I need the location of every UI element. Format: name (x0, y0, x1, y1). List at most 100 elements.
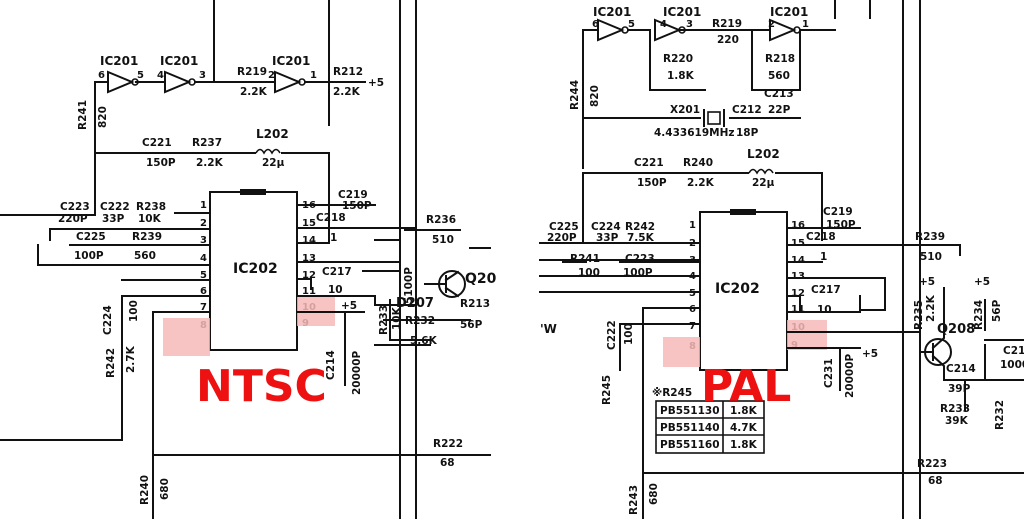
pal-pin-number: 2 (689, 238, 696, 249)
ntsc-r236-val: 510 (432, 234, 454, 246)
ntsc-pin-number: 2 (200, 218, 207, 229)
pal-pin-number: 13 (791, 271, 805, 282)
table-cell: 1.8K (730, 439, 758, 451)
pal-c213-val: 22P (768, 104, 791, 116)
ntsc-pin8-highlight (163, 318, 210, 356)
pal-r245-ref: R245 (601, 375, 613, 405)
ntsc-inverter-label: IC201 (100, 54, 138, 68)
ntsc-r240-val: 680 (159, 478, 171, 500)
ntsc-r233-val: 10K (391, 306, 403, 330)
pal-r235-ref: R235 (913, 300, 925, 330)
pal-schematic: IC201 IC201 IC201 6 5 4 3 2 1 R219 220 R… (539, 0, 1024, 519)
pal-r244-ref: R244 (569, 80, 581, 110)
pal-pin-number: 11 (791, 304, 805, 315)
ntsc-c218-ref: C218 (316, 212, 346, 224)
ntsc-r236-ref: R236 (426, 214, 456, 226)
table-cell: 1.8K (730, 405, 758, 417)
ntsc-pin-number: 7 (200, 302, 207, 313)
pal-r223-ref: R223 (917, 458, 947, 470)
ntsc-inverter-label: IC201 (160, 54, 198, 68)
ntsc-r242-ref: R242 (105, 348, 117, 378)
ntsc-c222-val: 33P (102, 213, 125, 225)
pal-c224-val: 33P (596, 232, 619, 244)
ntsc-ic202-notch (240, 189, 266, 195)
ntsc-pin-number: 15 (302, 218, 316, 229)
ntsc-l202-val: 22μ (262, 157, 285, 169)
pal-r241-val: 100 (578, 267, 600, 279)
pal-c219-val: 150P (826, 219, 856, 231)
pal-table-title: ※R245 (652, 387, 692, 399)
ntsc-r238-ref: R238 (136, 201, 166, 213)
table-cell: PB551160 (660, 439, 720, 451)
pal-r218-ref: R218 (765, 53, 795, 65)
pal-inverter-label: IC201 (663, 5, 701, 19)
pal-c231-ref: C231 (823, 358, 835, 388)
pal-pin-number: 3 (689, 255, 696, 266)
pal-crystal-x201 (703, 109, 725, 127)
pal-r220-val: 1.8K (667, 70, 695, 82)
pal-c223-ref: C223 (625, 253, 655, 265)
ntsc-pin-label: 5 (137, 70, 144, 81)
pal-c224-ref: C224 (591, 221, 621, 233)
pal-c231-val: 20000P (844, 353, 856, 398)
pal-r239-ref: R239 (915, 231, 945, 243)
ntsc-r222-val: 68 (440, 457, 455, 469)
pal-side-label: 'W (540, 322, 557, 336)
ntsc-pin-number: 13 (302, 253, 316, 264)
ntsc-c223-ref: C223 (60, 201, 90, 213)
pal-r242-ref: R242 (625, 221, 655, 233)
ntsc-pin-number: 14 (302, 235, 316, 246)
ntsc-r232-ref: R232 (405, 315, 435, 327)
pal-c218-val: 1 (820, 251, 827, 263)
pal-ic202-notch (730, 209, 756, 215)
ntsc-c214-val: 20000P (351, 350, 363, 395)
pal-pin-number: 1 (689, 220, 696, 231)
pal-c217-val: 10 (817, 304, 832, 316)
ntsc-pin-number: 12 (302, 270, 316, 281)
ntsc-r219-ref: R219 (237, 66, 267, 78)
pal-r242-val: 7.5K (627, 232, 655, 244)
pal-l202-ref: L202 (747, 147, 780, 161)
pal-pin8-highlight (663, 337, 700, 367)
pal-r220-ref: R220 (663, 53, 693, 65)
pal-c217-ref: C217 (811, 284, 841, 296)
ntsc-c214-ref: C214 (325, 350, 337, 380)
pal-transistor-q208 (919, 299, 952, 381)
table-cell: PB551130 (660, 405, 720, 417)
pal-x201-val: 4.433619MHz (654, 127, 734, 139)
ntsc-c224-val: 100 (128, 300, 140, 322)
pal-r243-ref: R243 (628, 485, 640, 515)
ntsc-r241-ref: R241 (77, 100, 89, 130)
ntsc-r237-val: 2.2K (196, 157, 224, 169)
ntsc-r222-ref: R222 (433, 438, 463, 450)
pal-pin-number: 5 (689, 288, 696, 299)
ntsc-c5100-val: 5100P (403, 267, 415, 304)
pal-pin-label: 2 (768, 19, 775, 30)
pal-pin-number: 7 (689, 321, 696, 332)
ntsc-inverter-2 (164, 70, 196, 94)
pal-r218-val: 560 (768, 70, 790, 82)
ntsc-c221-ref: C221 (142, 137, 172, 149)
ntsc-inverter-3 (274, 70, 306, 94)
pal-c214-ref: C214 (946, 363, 976, 375)
ntsc-plus5-ic: +5 (341, 300, 357, 312)
ntsc-c222-ref: C222 (100, 201, 130, 213)
pal-inductor-l202 (748, 168, 774, 175)
pal-r234-ref: R234 (973, 300, 985, 330)
pal-r223-val: 68 (928, 475, 943, 487)
pal-r219-ref: R219 (712, 18, 742, 30)
pal-c222-val: 100 (623, 323, 635, 345)
ntsc-pin-label: 4 (157, 70, 164, 81)
pal-pin-number: 16 (791, 220, 805, 231)
ntsc-pin-number: 4 (200, 253, 207, 264)
ntsc-inverter-1 (107, 70, 139, 94)
ntsc-r238-val: 10K (138, 213, 162, 225)
pal-c218-ref: C218 (806, 231, 836, 243)
pal-c222-ref: C222 (606, 320, 618, 350)
ntsc-pin-label: 1 (310, 70, 317, 81)
pal-pin9-10-highlight (787, 320, 827, 350)
pal-plus5-a: +5 (919, 276, 935, 288)
ntsc-c225-ref: C225 (76, 231, 106, 243)
ntsc-r232-val: 5.6K (410, 335, 438, 347)
ntsc-pin-label: 2 (268, 70, 275, 81)
